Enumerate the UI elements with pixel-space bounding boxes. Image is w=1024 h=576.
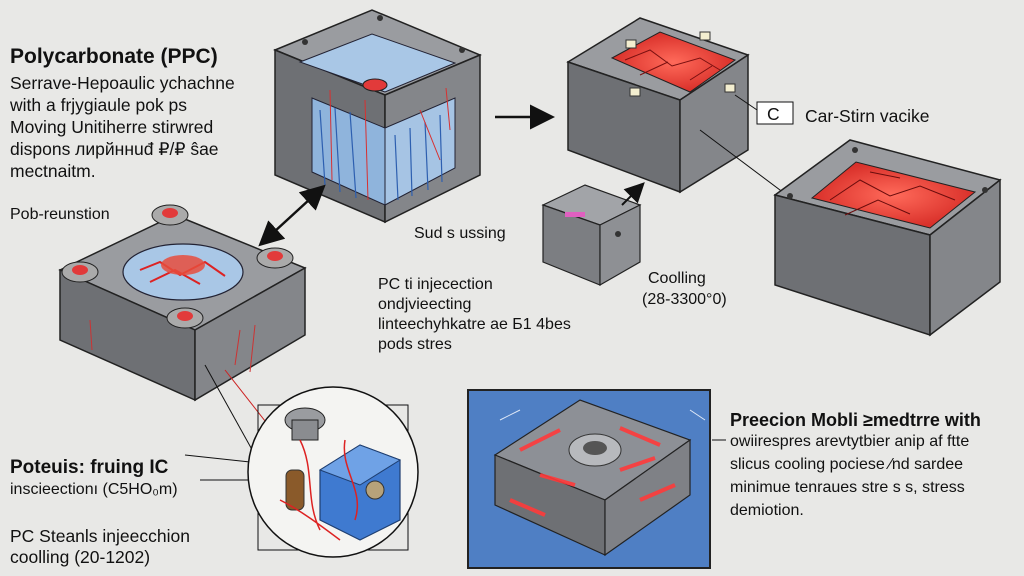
bottom-right-line: slicus cooling pociese ∕nd sardee <box>730 456 964 473</box>
intro-line: with a frjygiaule pok ps <box>10 95 188 115</box>
bottom-right-line: minimue tenraues stre s s, stress <box>730 479 965 496</box>
center-line: PC ti injecection <box>378 276 493 293</box>
intro-line: mectnaitm. <box>10 161 96 181</box>
intro-line: dispons лирйннuđ ₽/₽ ŝae <box>10 139 219 159</box>
bottom-left-subtitle: inscieectionı (C5HO₀m) <box>10 481 178 498</box>
center-line: pods stres <box>378 336 452 353</box>
top-mold-block <box>273 9 482 224</box>
bottom-render <box>467 389 711 569</box>
double-arrow <box>258 184 326 247</box>
c-box <box>756 101 794 125</box>
center-label: Sud s ussing <box>414 225 506 242</box>
small-slab <box>541 184 642 287</box>
bottom-right-line: demiotion. <box>730 502 804 519</box>
bottom-left-line: PC Steanls injeecchion <box>10 526 190 546</box>
right-label: Car-Stirn vacike <box>805 106 930 126</box>
intro-line: Serrave-Hepoaulic ychachne <box>10 73 235 93</box>
left-mold-base <box>58 204 307 402</box>
center-line: ondjvieecting <box>378 296 472 313</box>
c-label: C <box>767 104 780 124</box>
zoom-circle <box>247 386 419 558</box>
bottom-left-line: coolling (20-1202) <box>10 547 151 567</box>
right-mold <box>773 139 1002 337</box>
bottom-right-line: owiirespres arevtytbier anip af ftte <box>730 433 970 450</box>
cooling-label: Coolling <box>648 270 706 287</box>
center-line: linteechyhkatre ae Б1 4bes <box>378 316 571 333</box>
cooling-range: (28-3300°0) <box>642 291 727 308</box>
top-right-mold <box>566 17 750 194</box>
intro-line: Moving Unitiherre stirwred <box>10 117 214 137</box>
intro-title: Polycarbonate (PPC) <box>10 45 218 68</box>
bottom-right-title: Preecion Mobli ≥medtrre with <box>730 410 981 430</box>
bottom-left-title: Poteuis: fruing IC <box>10 457 169 478</box>
left-label: Pob-reunstion <box>10 206 110 223</box>
